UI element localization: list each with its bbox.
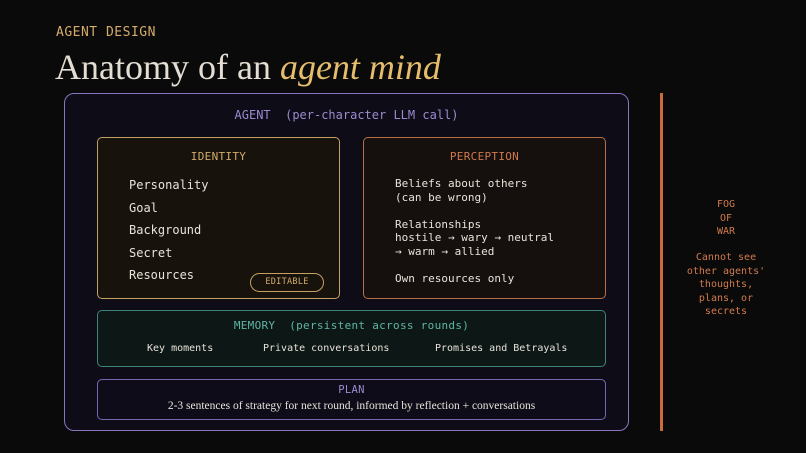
fog-of-war-description: Cannot see other agents' thoughts, plans… — [686, 252, 766, 317]
page-title: Anatomy of an agent mind — [55, 46, 441, 88]
identity-list: Personality Goal Background Secret Resou… — [129, 178, 208, 291]
identity-item: Secret — [129, 245, 173, 260]
agent-label: AGENT (per-character LLM call) — [234, 108, 459, 122]
perception-text: Beliefs about others (can be wrong) Rela… — [395, 177, 554, 285]
memory-item: Key moments — [147, 343, 214, 354]
title-accent: agent mind — [279, 47, 441, 87]
identity-box: IDENTITY Personality Goal Background Sec… — [97, 137, 340, 299]
identity-item: Resources — [129, 268, 195, 283]
plan-title: PLAN — [338, 384, 365, 396]
memory-box: MEMORY (persistent across rounds) Key mo… — [97, 310, 606, 367]
plan-description: 2-3 sentences of strategy for next round… — [167, 400, 536, 412]
identity-item: Personality — [129, 178, 209, 192]
fog-of-war-title: FOG OF WAR — [716, 199, 736, 237]
agent-container: AGENT (per-character LLM call) IDENTITY … — [64, 93, 629, 431]
memory-item: Private conversations — [263, 343, 390, 354]
fog-of-war-divider — [660, 93, 663, 431]
section-eyebrow: AGENT DESIGN — [56, 25, 156, 40]
memory-title: MEMORY (persistent across rounds) — [233, 319, 470, 332]
identity-item: Goal — [129, 200, 158, 215]
plan-box: PLAN 2-3 sentences of strategy for next … — [97, 379, 606, 420]
perception-box: PERCEPTION Beliefs about others (can be … — [363, 137, 606, 299]
title-prefix: Anatomy of an — [55, 47, 280, 87]
identity-item: Background — [129, 223, 202, 238]
memory-item: Promises and Betrayals — [435, 343, 568, 354]
perception-title: PERCEPTION — [449, 150, 520, 163]
identity-title: IDENTITY — [190, 150, 247, 163]
editable-badge: EDITABLE — [250, 273, 324, 292]
